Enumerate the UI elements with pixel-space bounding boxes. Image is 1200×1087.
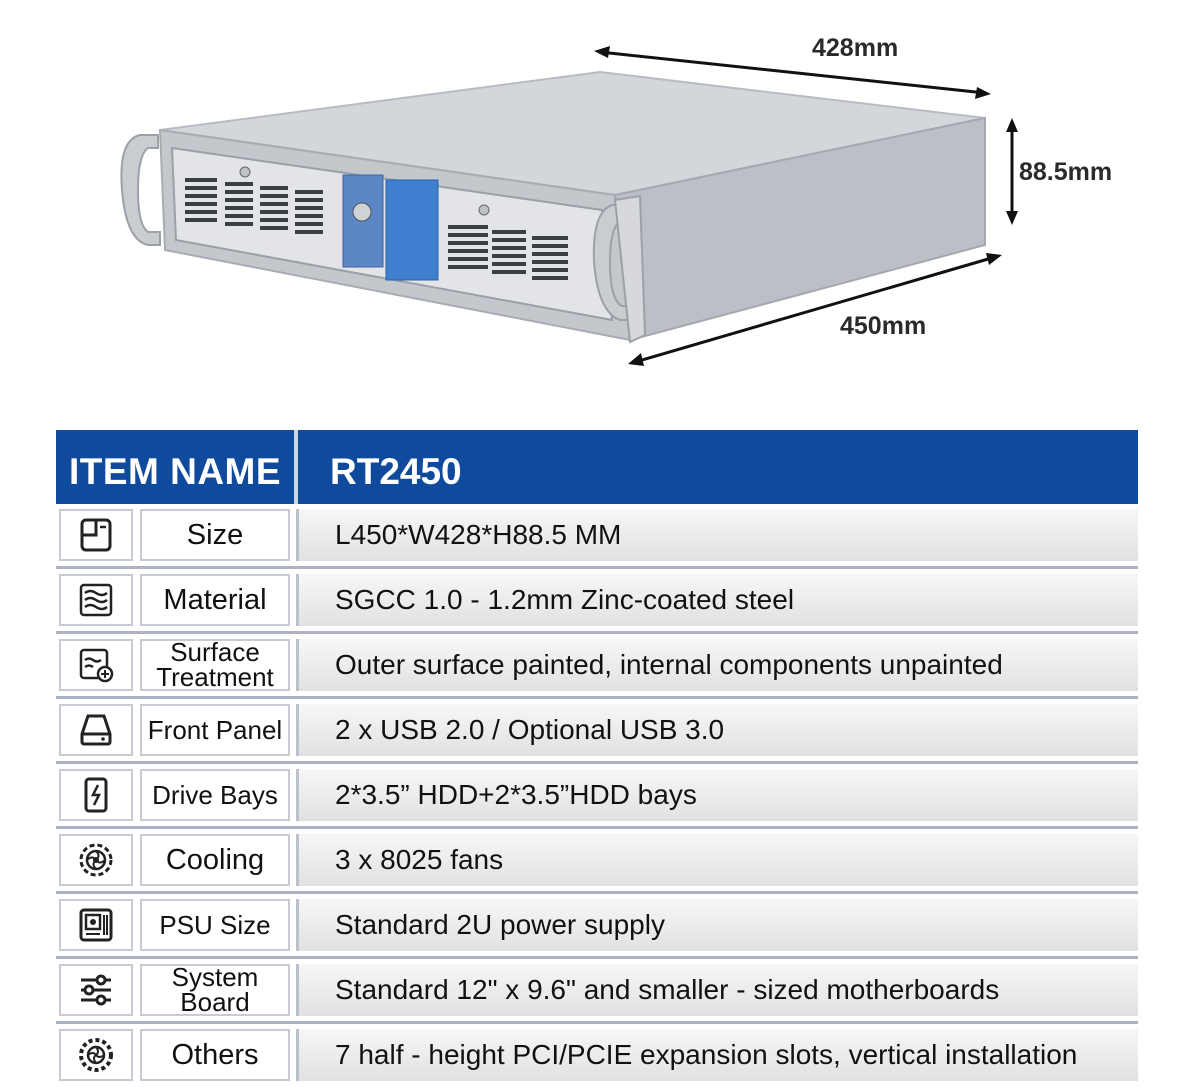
row-name: Material xyxy=(140,574,290,626)
row-name: Drive Bays xyxy=(140,769,290,821)
row-name-line1: Surface xyxy=(170,637,260,668)
table-row: Drive Bays 2*3.5” HDD+2*3.5”HDD bays xyxy=(56,764,1138,829)
height-dimension-label: 88.5mm xyxy=(1019,158,1113,186)
header-model: RT2450 xyxy=(330,451,462,492)
row-value: SGCC 1.0 - 1.2mm Zinc-coated steel xyxy=(296,574,1138,626)
width-dimension-label: 428mm xyxy=(812,34,899,62)
fan-icon xyxy=(59,834,133,886)
row-name: System Board xyxy=(140,964,290,1016)
header-item-name: ITEM NAME xyxy=(56,430,298,504)
table-row: Others 7 half - height PCI/PCIE expansio… xyxy=(56,1024,1138,1086)
spec-table: ITEM NAME RT2450 Size L450*W428*H88.5 MM… xyxy=(56,430,1138,1086)
table-row: PSU Size Standard 2U power supply xyxy=(56,894,1138,959)
row-value: Standard 12" x 9.6" and smaller - sized … xyxy=(296,964,1138,1016)
disk-icon xyxy=(59,769,133,821)
row-name-line1: System xyxy=(171,962,259,993)
length-dimension-label: 450mm xyxy=(840,312,927,340)
row-value: 2*3.5” HDD+2*3.5”HDD bays xyxy=(296,769,1138,821)
server-chassis-drawing xyxy=(120,46,1018,366)
row-value: Outer surface painted, internal componen… xyxy=(296,639,1138,691)
table-row: Cooling 3 x 8025 fans xyxy=(56,829,1138,894)
row-name: Front Panel xyxy=(140,704,290,756)
table-row: Size L450*W428*H88.5 MM xyxy=(56,504,1138,569)
row-name-line2: Board xyxy=(180,987,250,1017)
row-name: Others xyxy=(140,1029,290,1081)
row-value: 3 x 8025 fans xyxy=(296,834,1138,886)
row-value: Standard 2U power supply xyxy=(296,899,1138,951)
table-row: System Board Standard 12" x 9.6" and sma… xyxy=(56,959,1138,1024)
psu-icon xyxy=(59,899,133,951)
drive-icon xyxy=(59,704,133,756)
table-row: Front Panel 2 x USB 2.0 / Optional USB 3… xyxy=(56,699,1138,764)
gear-icon xyxy=(59,1029,133,1081)
row-name-line2: Treatment xyxy=(156,662,274,692)
row-name: Size xyxy=(140,509,290,561)
table-row: Surface Treatment Outer surface painted,… xyxy=(56,634,1138,699)
layers-icon xyxy=(59,574,133,626)
row-value: 7 half - height PCI/PCIE expansion slots… xyxy=(296,1029,1138,1081)
size-icon xyxy=(59,509,133,561)
row-value: 2 x USB 2.0 / Optional USB 3.0 xyxy=(296,704,1138,756)
table-row: Material SGCC 1.0 - 1.2mm Zinc-coated st… xyxy=(56,569,1138,634)
table-header: ITEM NAME RT2450 xyxy=(56,430,1138,504)
row-name: Cooling xyxy=(140,834,290,886)
row-name: Surface Treatment xyxy=(140,639,290,691)
sliders-icon xyxy=(59,964,133,1016)
product-illustration: 428mm 88.5mm 450mm xyxy=(0,0,1200,400)
paint-icon xyxy=(59,639,133,691)
row-name: PSU Size xyxy=(140,899,290,951)
row-value: L450*W428*H88.5 MM xyxy=(296,509,1138,561)
